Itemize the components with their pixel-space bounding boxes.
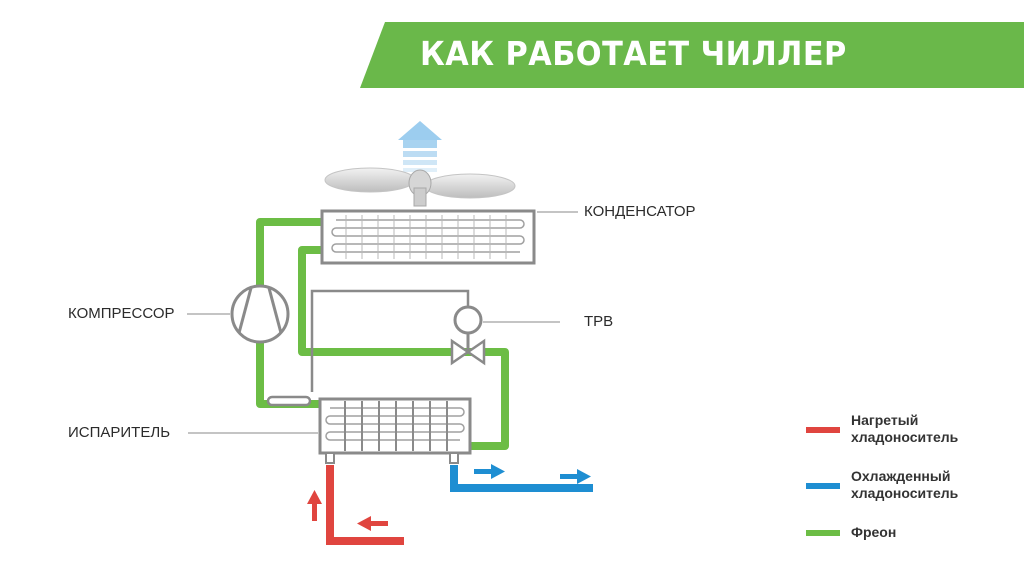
heated-coolant-pipe	[307, 465, 404, 545]
sensor-line	[266, 289, 470, 407]
flow-arrow-icon	[307, 490, 388, 531]
legend-swatch-heated	[806, 427, 840, 433]
fan-icon	[324, 167, 516, 207]
evaporator-label: ИСПАРИТЕЛЬ	[68, 424, 171, 441]
leader-lines	[187, 211, 578, 434]
compressor-icon	[230, 284, 290, 344]
condenser-label: КОНДЕНСАТОР	[584, 203, 696, 220]
title-banner	[360, 22, 1024, 88]
flow-arrow-icon	[474, 464, 591, 484]
condenser	[320, 209, 536, 265]
airflow-arrow-icon	[398, 121, 442, 172]
legend-swatch-cooled	[806, 483, 840, 489]
legend-heated-line2: хладоноситель	[851, 429, 959, 445]
legend-cooled-line2: хладоноситель	[851, 485, 959, 501]
evaporator	[318, 397, 472, 464]
compressor-label: КОМПРЕССОР	[68, 305, 175, 322]
legend-heated-line1: Нагретый	[851, 412, 919, 428]
trv-label: ТРВ	[584, 313, 614, 330]
legend-freon: Фреон	[851, 524, 897, 540]
page-title: КАК РАБОТАЕТ ЧИЛЛЕР	[420, 34, 847, 73]
cooled-coolant-pipe	[450, 464, 593, 492]
legend-swatch-freon	[806, 530, 840, 536]
legend-cooled-line1: Охлажденный	[851, 468, 951, 484]
expansion-valve-icon	[450, 305, 486, 366]
